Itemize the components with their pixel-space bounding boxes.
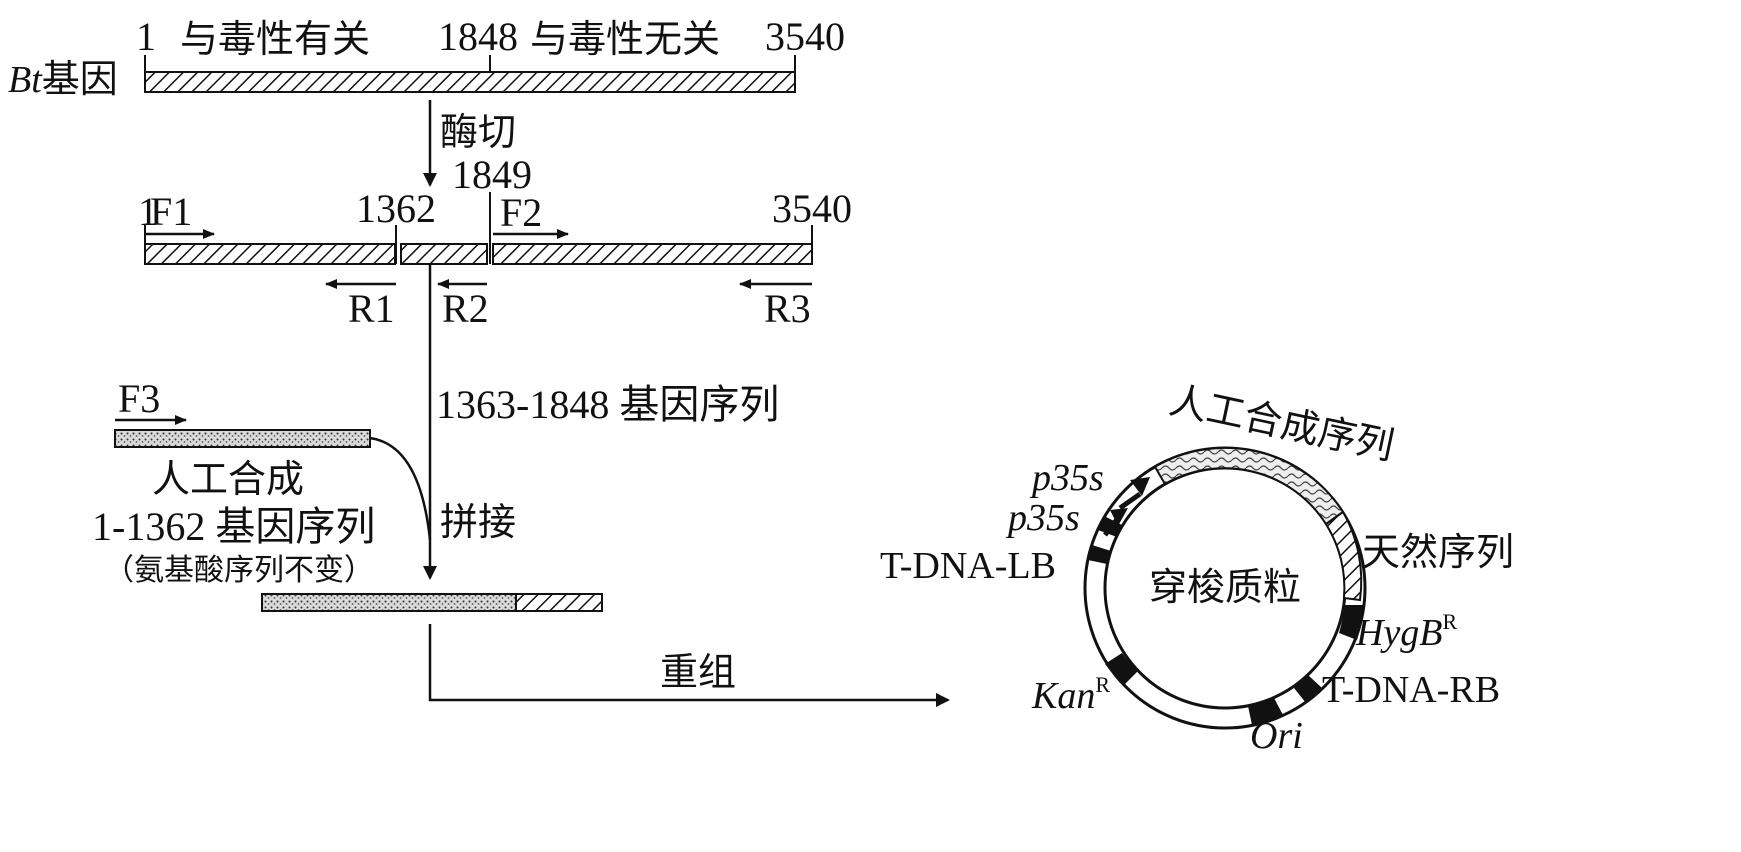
mid-pos-1: 1 <box>138 189 158 234</box>
tdna-rb-label: T-DNA-RB <box>1322 669 1500 711</box>
top-gene-bar <box>144 71 796 93</box>
mid-pos-1362: 1362 <box>356 186 436 231</box>
top-pos-mid: 1848 <box>438 14 518 59</box>
kan-label: KanR <box>1031 672 1110 717</box>
synthetic-join-curve <box>369 436 432 541</box>
mid-pos-3540: 3540 <box>772 186 852 231</box>
primer-f3-label: F3 <box>118 376 160 421</box>
fragment-1849-3540 <box>492 243 813 265</box>
plasmid-ori-block <box>1248 698 1283 725</box>
plasmid-natural-label: 天然序列 <box>1362 530 1514 574</box>
top-pos-end: 3540 <box>765 14 845 59</box>
p35s-b-arrowhead <box>1110 508 1128 526</box>
recombine-arrow <box>428 624 950 707</box>
primer-r1-label: R1 <box>348 286 395 331</box>
ori-label: Ori <box>1250 715 1303 757</box>
synthetic-line3: （氨基酸序列不变） <box>104 553 374 588</box>
primer-r3-label: R3 <box>764 286 811 331</box>
top-gene-section: Bt基因 1 与毒性有关 1848 与毒性无关 3540 <box>8 14 845 101</box>
splice-label: 拼接 <box>440 500 516 544</box>
p35s-b-label: p35s <box>1005 497 1080 539</box>
plasmid-natural-segment <box>1324 510 1363 602</box>
recombine-label: 重组 <box>660 650 736 694</box>
fragment-1-1362 <box>144 243 396 265</box>
plasmid-lb-block <box>1088 545 1111 564</box>
primer-r2-label: R2 <box>442 286 489 331</box>
synthetic-line2: 1-1362 基因序列 <box>92 504 375 549</box>
spliced-synthetic-part <box>261 593 517 612</box>
region-nontoxic-label: 与毒性无关 <box>530 17 720 61</box>
primer-f2-label: F2 <box>500 190 542 235</box>
shuttle-plasmid: 穿梭质粒 人工合成序列 天然序列 p35s p35s T-DNA-LB T-DN… <box>880 378 1514 757</box>
enzyme-cut-label: 酶切 <box>440 110 516 154</box>
fragment-1363-1848 <box>400 243 488 265</box>
plasmid-rb-block <box>1294 675 1322 703</box>
p35s-a-label: p35s <box>1029 457 1104 499</box>
middle-fragments-section: 1 F1 1362 1849 F2 3540 R1 R2 R3 <box>138 152 852 331</box>
primer-f1-label: F1 <box>150 189 192 234</box>
mid-pos-1849: 1849 <box>452 152 532 197</box>
seq-1363-1848-label: 1363-1848 基因序列 <box>436 382 779 427</box>
synthetic-section: F3 人工合成 1-1362 基因序列 （氨基酸序列不变） <box>92 376 432 588</box>
synthetic-fragment-bar <box>114 429 371 448</box>
plasmid-kan-block <box>1105 653 1138 685</box>
tdna-lb-label: T-DNA-LB <box>880 545 1056 587</box>
p35s-a-arrowhead <box>1130 477 1150 496</box>
spliced-natural-part <box>515 593 603 612</box>
plasmid-center-label: 穿梭质粒 <box>1149 565 1301 609</box>
p35s-a-stem <box>1118 491 1142 511</box>
top-pos-start: 1 <box>136 14 156 59</box>
bt-gene-label: Bt基因 <box>8 59 118 101</box>
hygb-label: HygBR <box>1355 609 1458 654</box>
plasmid-hygb-block <box>1339 605 1363 640</box>
region-toxic-label: 与毒性有关 <box>180 17 370 61</box>
plasmid-synthetic-segment <box>1153 446 1345 526</box>
synthetic-line1: 人工合成 <box>152 457 304 501</box>
